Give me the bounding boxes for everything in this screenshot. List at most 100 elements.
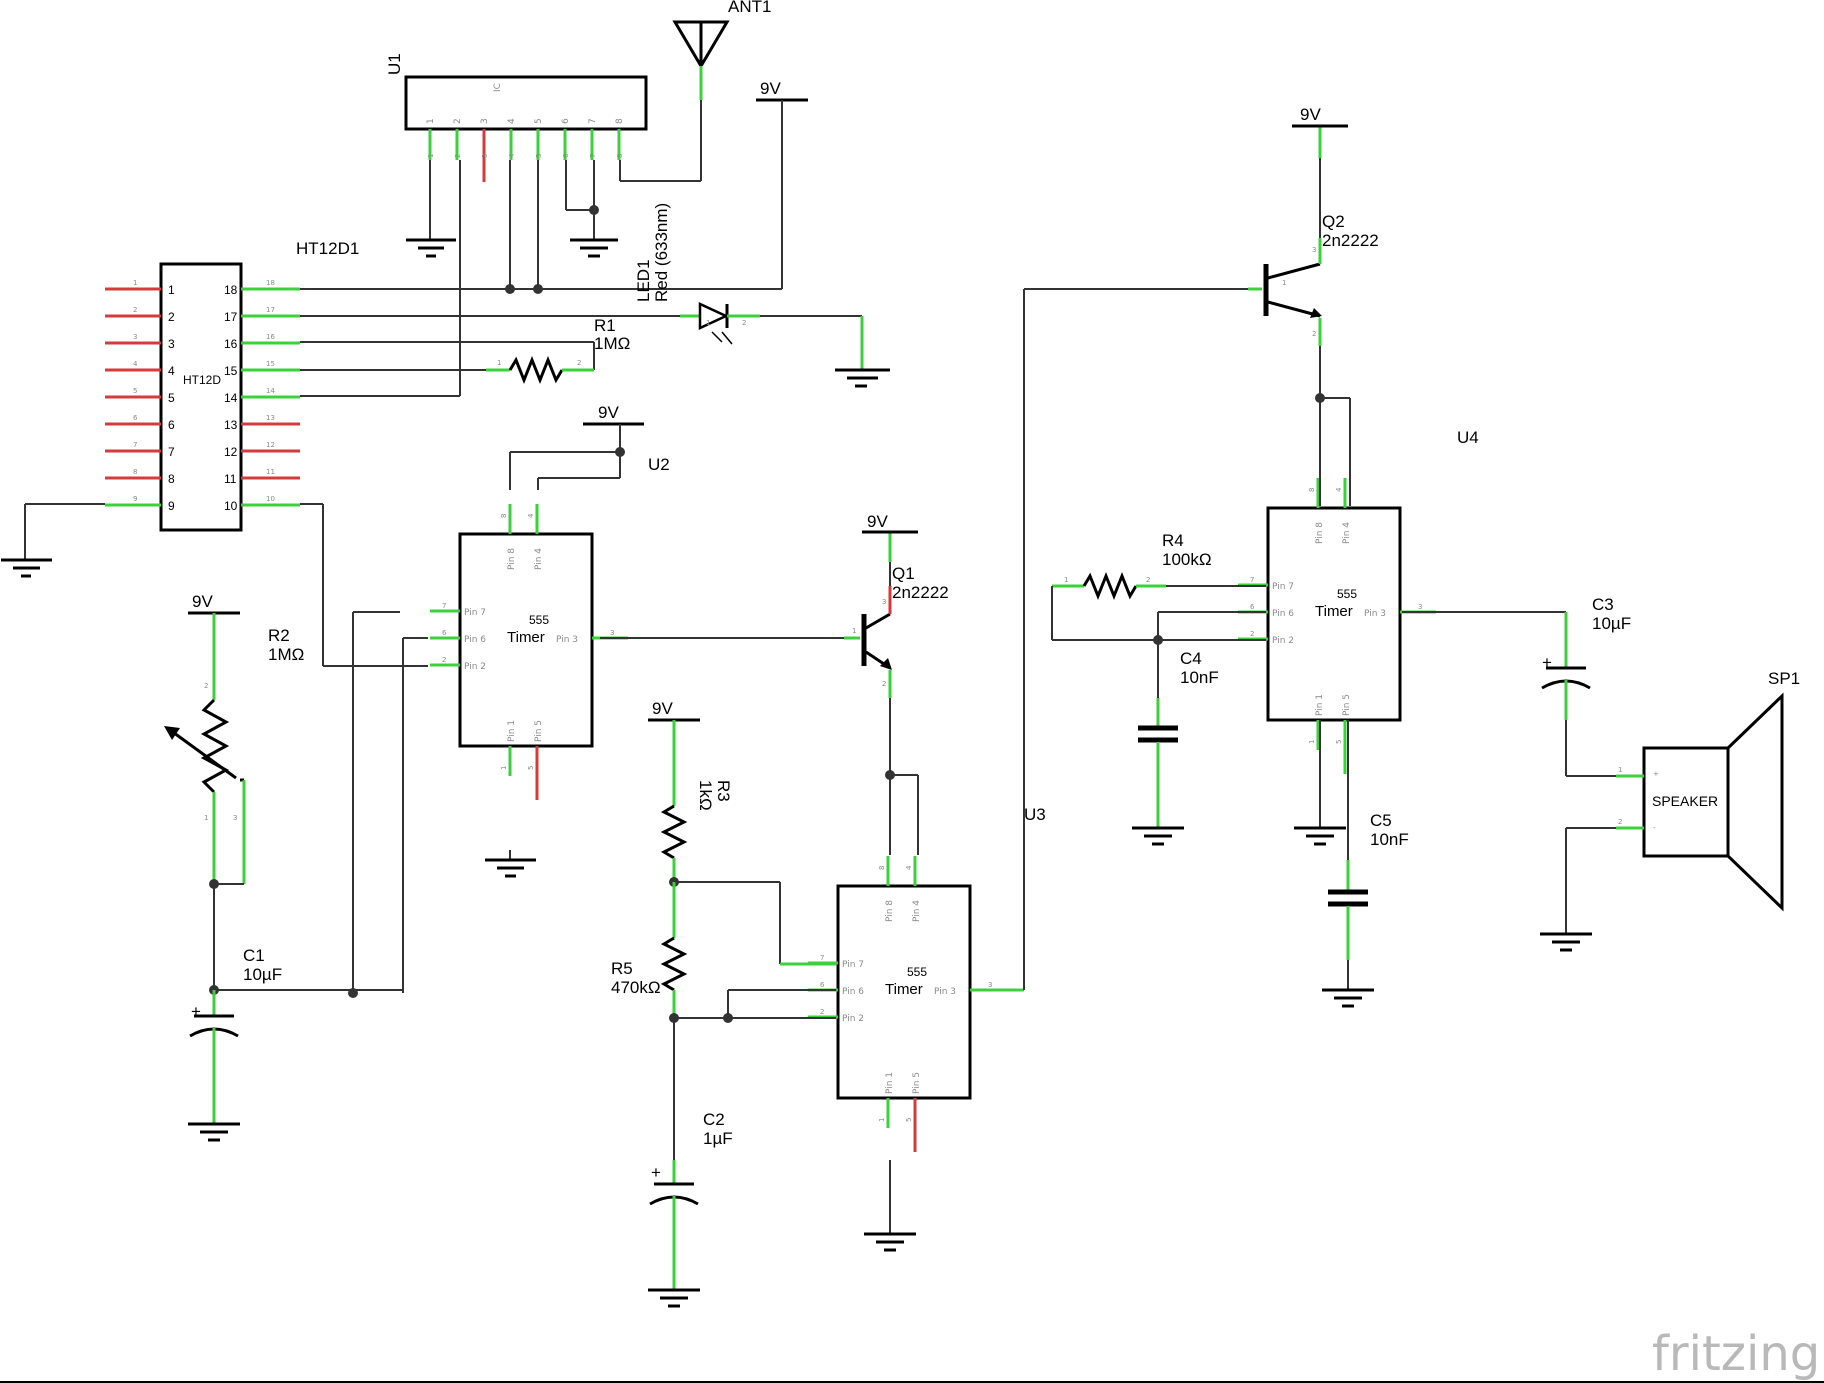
timer-u4-left-num-1: 6 — [1250, 603, 1255, 611]
c4-ref: C4 — [1180, 649, 1202, 668]
u1-pin-ext-2: 2 — [454, 154, 462, 158]
timer-u3-top-num-1: 4 — [905, 865, 913, 870]
r1-pin2: 2 — [577, 359, 581, 367]
fritzing-watermark: fritzing — [1652, 1326, 1820, 1382]
ht12d1-body-label: HT12D — [183, 373, 221, 387]
ht12d-left-pin-num-9: 9 — [168, 499, 175, 513]
ht12d-right-pin-num-14: 14 — [224, 391, 238, 405]
ht12d-right-pin-num-11: 11 — [224, 472, 237, 486]
ht12d-right-pin-ext-10: 10 — [266, 495, 275, 503]
r4-pin2: 2 — [1146, 576, 1150, 584]
u1-pin-num-1: 1 — [426, 118, 436, 124]
timer-u3-top-pin-0: Pin 8 — [885, 900, 895, 922]
u1-pin-num-8: 8 — [615, 118, 625, 124]
led-led1: LED1 Red (633nm) 1 2 — [634, 203, 890, 388]
u1-pin-ext-6: 6 — [562, 153, 570, 158]
led1-pin1: 1 — [706, 319, 710, 327]
ant1-label: ANT1 — [728, 0, 771, 16]
r3-ref: R3 — [714, 780, 733, 802]
timer-u4-bottom-pin-1: Pin 5 — [1342, 694, 1352, 716]
ht12d-right-pin-num-18: 18 — [224, 283, 238, 297]
r1-ref: R1 — [594, 316, 616, 335]
timer-u3-left-num-0: 7 — [820, 954, 824, 962]
timer-u3-body — [836, 884, 972, 1100]
ht12d-left-pin-ext-1: 1 — [133, 279, 137, 287]
ht12d-right-pin-ext-18: 18 — [266, 279, 275, 287]
supply-9v-q1-label: 9V — [867, 512, 888, 531]
c4-value: 10nF — [1180, 668, 1219, 687]
ht12d-left-pin-num-1: 1 — [168, 283, 175, 297]
led1-value: Red (633nm) — [652, 203, 671, 302]
timer-u3-top-pin-1: Pin 4 — [912, 900, 922, 922]
timer-u4-top-num-0: 8 — [1308, 488, 1316, 492]
u1-body-label: IC — [493, 83, 503, 92]
u1-pin-ext-3: 3 — [481, 154, 489, 158]
ht12d-left-pin-num-2: 2 — [168, 310, 175, 324]
r4-value: 100kΩ — [1162, 550, 1212, 569]
timer-u4-title2: Timer — [1315, 603, 1353, 620]
timer-u4-left-pin-1: Pin 6 — [1272, 609, 1294, 619]
supply-9v-r2-label: 9V — [192, 592, 213, 611]
ht12d-right-pin-ext-13: 13 — [266, 414, 275, 422]
timer-u2-body — [458, 532, 594, 748]
u2-label: U2 — [648, 455, 670, 474]
c1-value: 10µF — [243, 965, 282, 984]
timer-u2-bottom-num-1: 5 — [527, 766, 535, 770]
q1-value: 2n2222 — [892, 583, 949, 602]
supply-9v-top: 9V — [756, 79, 808, 289]
timer-u4-top-pin-0: Pin 8 — [1315, 522, 1325, 544]
timer-u2-left-num-2: 2 — [442, 656, 446, 664]
q1-pin1: 1 — [852, 627, 856, 635]
u4-ground — [1294, 720, 1346, 846]
antenna-ant1: ANT1 — [672, 0, 771, 100]
timer-u2-top-pin-1: Pin 4 — [534, 548, 544, 570]
ht12d-right-pin-ext-15: 15 — [266, 360, 275, 368]
ht12d-left-pin-ext-7: 7 — [133, 441, 137, 449]
r5-ref: R5 — [611, 959, 633, 978]
timer-u2-left-num-1: 6 — [442, 629, 447, 637]
c3-ref: C3 — [1592, 595, 1614, 614]
q2-pin1: 1 — [1282, 279, 1286, 287]
ht12d-left-pin-ext-9: 9 — [133, 495, 137, 503]
ht12d-left-pin-ext-2: 2 — [133, 306, 137, 314]
timer-u4-bottom-num-1: 5 — [1335, 740, 1343, 744]
u1-pin-num-6: 6 — [561, 118, 571, 124]
timer-u2-title1: 555 — [529, 613, 549, 627]
c3-plus: + — [1542, 653, 1552, 672]
q2-value: 2n2222 — [1322, 231, 1379, 250]
supply-9v-q2-label: 9V — [1300, 105, 1321, 124]
q2-pin2: 2 — [1312, 330, 1316, 338]
ht12d1-label: HT12D1 — [296, 239, 359, 258]
capacitor-c4: C4 10nF — [1132, 640, 1219, 846]
u1-pin-ext-5: 5 — [535, 154, 543, 158]
ht12d-right-pin-num-15: 15 — [224, 364, 238, 378]
timer-u4-right-pin: Pin 3 — [1364, 609, 1386, 619]
c1-ref: C1 — [243, 946, 265, 965]
capacitor-c3: + C3 10µF — [1402, 595, 1644, 777]
transistor-q2: 9V Q2 2n2222 1 2 3 — [1248, 105, 1379, 506]
timer-u3-right-pin: Pin 3 — [934, 987, 956, 997]
q1-pin2: 2 — [882, 680, 886, 688]
u1-pin-num-4: 4 — [507, 118, 517, 124]
r1-value: 1MΩ — [594, 334, 630, 353]
ht12d-left-pin-ext-8: 8 — [133, 468, 137, 476]
u1-pin-num-2: 2 — [453, 118, 463, 124]
ht12d-left-pin-num-6: 6 — [168, 418, 175, 432]
resistor-r1: R1 1MΩ 1 2 — [486, 316, 630, 385]
r5-value: 470kΩ — [611, 978, 661, 997]
ht12d-left-pin-num-4: 4 — [168, 364, 175, 378]
c5-value: 10nF — [1370, 830, 1409, 849]
timer-u4-top-pin-1: Pin 4 — [1342, 522, 1352, 544]
ht12d-left-pin-ext-6: 6 — [133, 414, 138, 422]
transistor-q1: 9V Q1 2n2222 1 2 3 — [844, 512, 949, 855]
capacitor-c2: + C2 1µF — [648, 1018, 733, 1308]
u1-pin-num-3: 3 — [480, 118, 490, 124]
timer-u2-right-num: 3 — [610, 629, 614, 637]
r3-value: 1kΩ — [696, 780, 715, 811]
u1-pin-num-5: 5 — [534, 118, 544, 124]
u3-label: U3 — [1024, 805, 1046, 824]
ht12d-right-pin-ext-16: 16 — [266, 333, 275, 341]
